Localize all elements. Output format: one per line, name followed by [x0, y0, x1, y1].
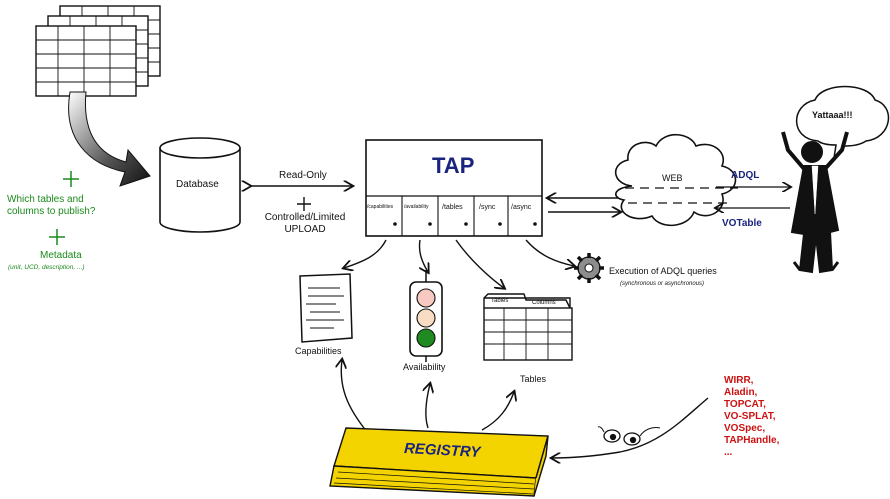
execution-title: Execution of ADQL queries	[609, 266, 717, 276]
execution-subtitle: (synchronous or asynchronous)	[620, 281, 705, 287]
read-only-label: Read-Only	[279, 170, 327, 181]
speech-bubble	[795, 85, 890, 161]
capabilities-document-icon	[299, 273, 353, 343]
database-label: Database	[176, 179, 219, 190]
metadata-label: Metadata	[40, 250, 82, 261]
tap-title: TAP	[432, 153, 475, 178]
columns-tab-label: Columns	[532, 300, 556, 306]
tap-web-arrows	[548, 198, 620, 212]
capabilities-label: Capabilities	[295, 346, 342, 356]
client-topcat: TOPCAT,	[724, 399, 766, 410]
tables-folder-icon	[483, 293, 573, 361]
gear-icon	[574, 253, 604, 283]
client-more: ...	[724, 447, 733, 458]
adql-label: ADQL	[731, 170, 760, 181]
client-vospec: VOSpec,	[724, 423, 766, 434]
votable-label: VOTable	[722, 218, 762, 229]
registry-book-icon	[329, 427, 549, 497]
clients-arrow	[552, 397, 709, 458]
client-aladin: Aladin,	[724, 387, 758, 398]
publish-question-line1: Which tables and	[7, 194, 84, 205]
client-taphandle: TAPHandle,	[724, 435, 780, 446]
client-list: WIRR, Aladin, TOPCAT, VO-SPLAT, VOSpec, …	[724, 375, 779, 459]
table-stack-icon	[35, 5, 161, 97]
tables-tab-label: Tables	[491, 298, 509, 304]
database-cylinder	[159, 137, 241, 233]
upload-label-line1: Controlled/Limited	[264, 212, 346, 223]
web-user-arrows	[716, 187, 790, 208]
import-arrow	[68, 91, 151, 187]
availability-label: Availability	[403, 362, 446, 372]
endpoint-availability[interactable]: /availability	[404, 204, 429, 210]
tap-output-arrows	[344, 239, 574, 288]
metadata-detail: (unit, UCD, description, ...)	[8, 264, 85, 271]
green-plus-icons	[49, 171, 79, 245]
tables-label: Tables	[520, 374, 547, 384]
endpoint-tables[interactable]: /tables	[442, 204, 463, 211]
client-wirr: WIRR,	[724, 375, 754, 386]
endpoint-capabilities[interactable]: /capabilities	[367, 204, 394, 210]
endpoint-async[interactable]: /async	[511, 204, 532, 211]
user-shout: Yattaaa!!!	[812, 110, 853, 120]
tap-service-box	[365, 139, 543, 237]
link-plus-icon	[297, 197, 311, 211]
upload-label-line2: UPLOAD	[284, 224, 326, 235]
client-vo-splat: VO-SPLAT,	[724, 411, 776, 422]
upload-label: Controlled/Limited UPLOAD	[258, 212, 352, 236]
endpoint-sync[interactable]: /sync	[479, 204, 496, 211]
publish-question-line2: columns to publish?	[7, 206, 96, 217]
endpoint-dots	[393, 222, 537, 226]
publish-question: Which tables and columns to publish?	[7, 194, 95, 218]
web-label: WEB	[662, 173, 683, 183]
user-figure	[781, 131, 849, 274]
eyes-icon	[597, 426, 661, 446]
web-cloud	[614, 133, 738, 227]
traffic-light-icon	[409, 270, 443, 362]
